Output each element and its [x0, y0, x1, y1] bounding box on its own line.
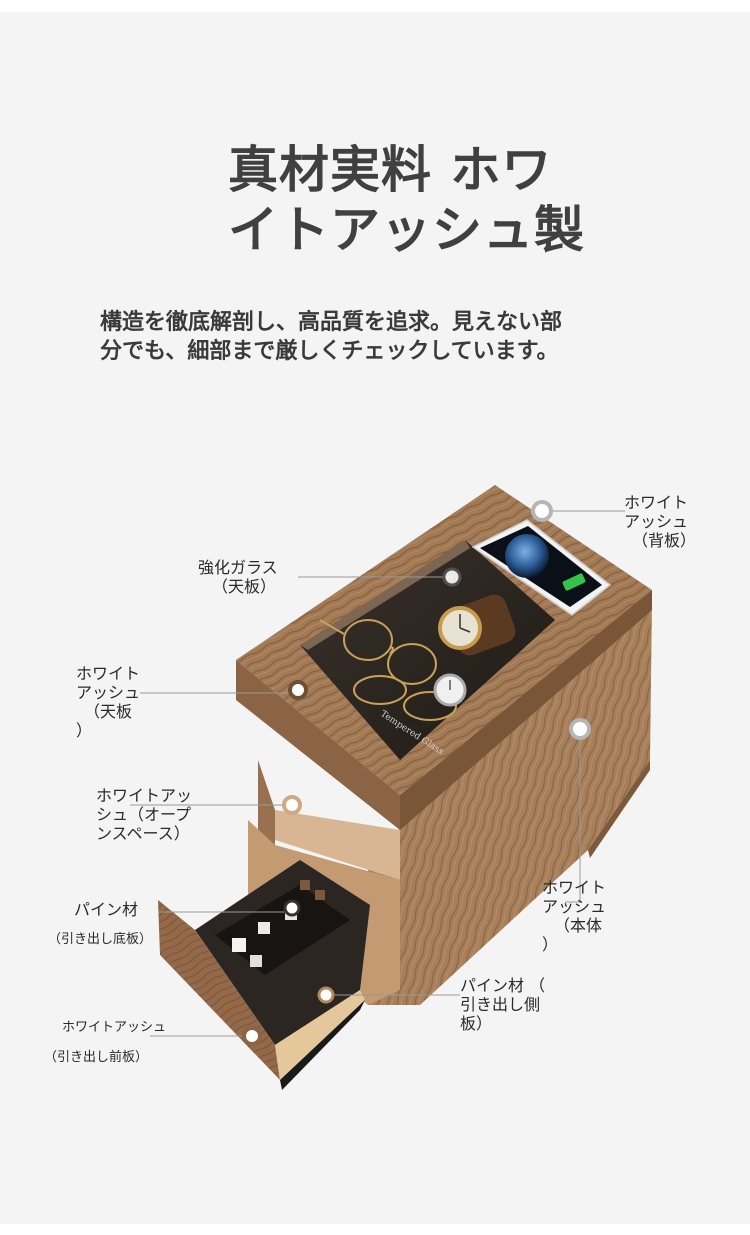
title-line-1: 真材実料 ホワ — [228, 141, 553, 199]
spectacles-icon — [319, 619, 457, 721]
watch-icon — [438, 594, 516, 656]
callout-body: ホワイト アッシュ （本体 ） — [542, 878, 607, 954]
callout-open-space: ホワイトアッ シュ（オープ ンスペース） — [96, 786, 193, 843]
watch-box-grid — [215, 880, 350, 975]
smartphone-icon — [471, 519, 612, 616]
cabinet-side-panel — [368, 580, 652, 1005]
subtitle-line-2: 分でも、細部まで厳しくチェックしています。 — [100, 339, 559, 364]
subtitle-line-1: 構造を徹底解剖し、高品質を追求。見えない部 — [100, 310, 563, 335]
callout-drawer-side: パイン材 （ 引き出し側 板） — [460, 976, 546, 1033]
callout-drawer-bottom-name: パイン材 — [74, 900, 139, 919]
open-space-shelf — [275, 810, 400, 880]
callout-back-board: ホワイト アッシュ （背板） — [624, 493, 697, 550]
callout-drawer-front-name: ホワイトアッシュ — [62, 1020, 167, 1035]
callout-top-board: ホワイト アッシュ （天板 ） — [76, 664, 141, 740]
callout-dots — [242, 500, 591, 1046]
page-subtitle: 構造を徹底解剖し、高品質を追求。見えない部 分でも、細部まで厳しくチェックしてい… — [100, 308, 680, 366]
callout-glass-top: 強化ガラス （天板） — [198, 558, 278, 596]
page-title: 真材実料 ホワ イトアッシュ製 — [228, 140, 648, 260]
glass-compartment — [300, 540, 555, 760]
drawer-side — [275, 990, 365, 1080]
callout-drawer-front-part: （引き出し前板） — [44, 1050, 149, 1065]
callout-drawer-bottom-part: （引き出し底板） — [48, 932, 153, 947]
title-line-2: イトアッシュ製 — [228, 201, 585, 259]
watch-icon — [433, 673, 467, 707]
